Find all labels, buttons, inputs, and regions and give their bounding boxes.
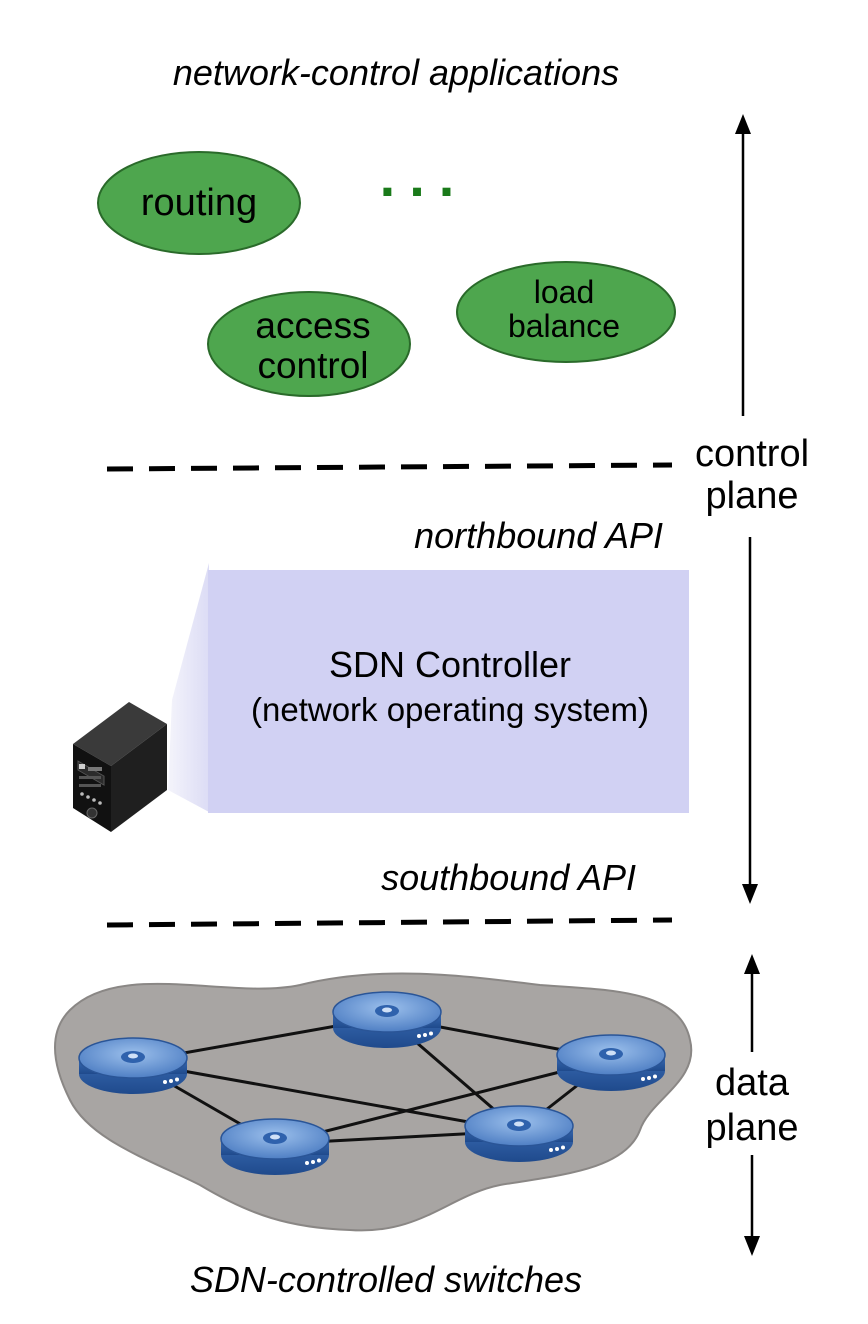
control-plane-arrow-up	[735, 114, 751, 416]
app-load-balance-bubble	[456, 261, 676, 363]
network-switch-icon[interactable]	[556, 1034, 666, 1092]
data-plane-arrow-down	[744, 1155, 760, 1256]
data-plane-arrow-up	[744, 954, 760, 1052]
app-access-control-label-line1: access	[255, 305, 370, 346]
link-sw1-sw4	[132, 1060, 520, 1133]
sdn-controller-panel	[208, 570, 689, 813]
app-load-balance-label-line2: balance	[508, 308, 620, 344]
network-switch-icon[interactable]	[78, 1037, 188, 1095]
app-routing-label: routing	[141, 182, 257, 224]
network-switch-icon[interactable]	[332, 991, 442, 1049]
app-access-control-bubble	[207, 291, 411, 397]
link-sw5-sw3	[274, 1057, 612, 1146]
control-plane-arrow-down	[742, 537, 758, 904]
applications-title: network-control applications	[173, 52, 619, 93]
data-plane-label-line1: data	[715, 1062, 790, 1104]
app-routing[interactable]: routing	[97, 151, 301, 255]
app-load-balance-label-line1: load	[534, 274, 595, 310]
northbound-api-label: northbound API	[414, 515, 663, 556]
network-cloud	[54, 972, 693, 1232]
network-switch-icon[interactable]	[464, 1105, 574, 1163]
switches-caption: SDN-controlled switches	[190, 1259, 582, 1300]
controller-projection	[168, 563, 209, 812]
app-access-control-label-line2: control	[257, 345, 368, 386]
more-apps-ellipsis: ...	[380, 145, 469, 208]
sdn-controller-box[interactable]: SDN Controller (network operating system…	[208, 570, 689, 813]
app-load-balance[interactable]: load balance	[456, 261, 676, 363]
server-tower-icon	[73, 702, 167, 832]
network-switch-icon[interactable]	[220, 1118, 330, 1176]
control-plane-label-line1: control	[695, 433, 809, 475]
control-plane-label-line2: plane	[706, 475, 799, 517]
data-plane-label-line2: plane	[706, 1107, 799, 1149]
control-plane-lower-divider	[106, 917, 673, 928]
app-routing-bubble	[97, 151, 301, 255]
app-access-control[interactable]: access control	[207, 291, 411, 397]
sdn-controller-title: SDN Controller	[329, 644, 571, 685]
sdn-controller-subtitle: (network operating system)	[251, 691, 649, 728]
southbound-api-label: southbound API	[381, 857, 636, 898]
control-plane-upper-divider	[106, 462, 673, 472]
